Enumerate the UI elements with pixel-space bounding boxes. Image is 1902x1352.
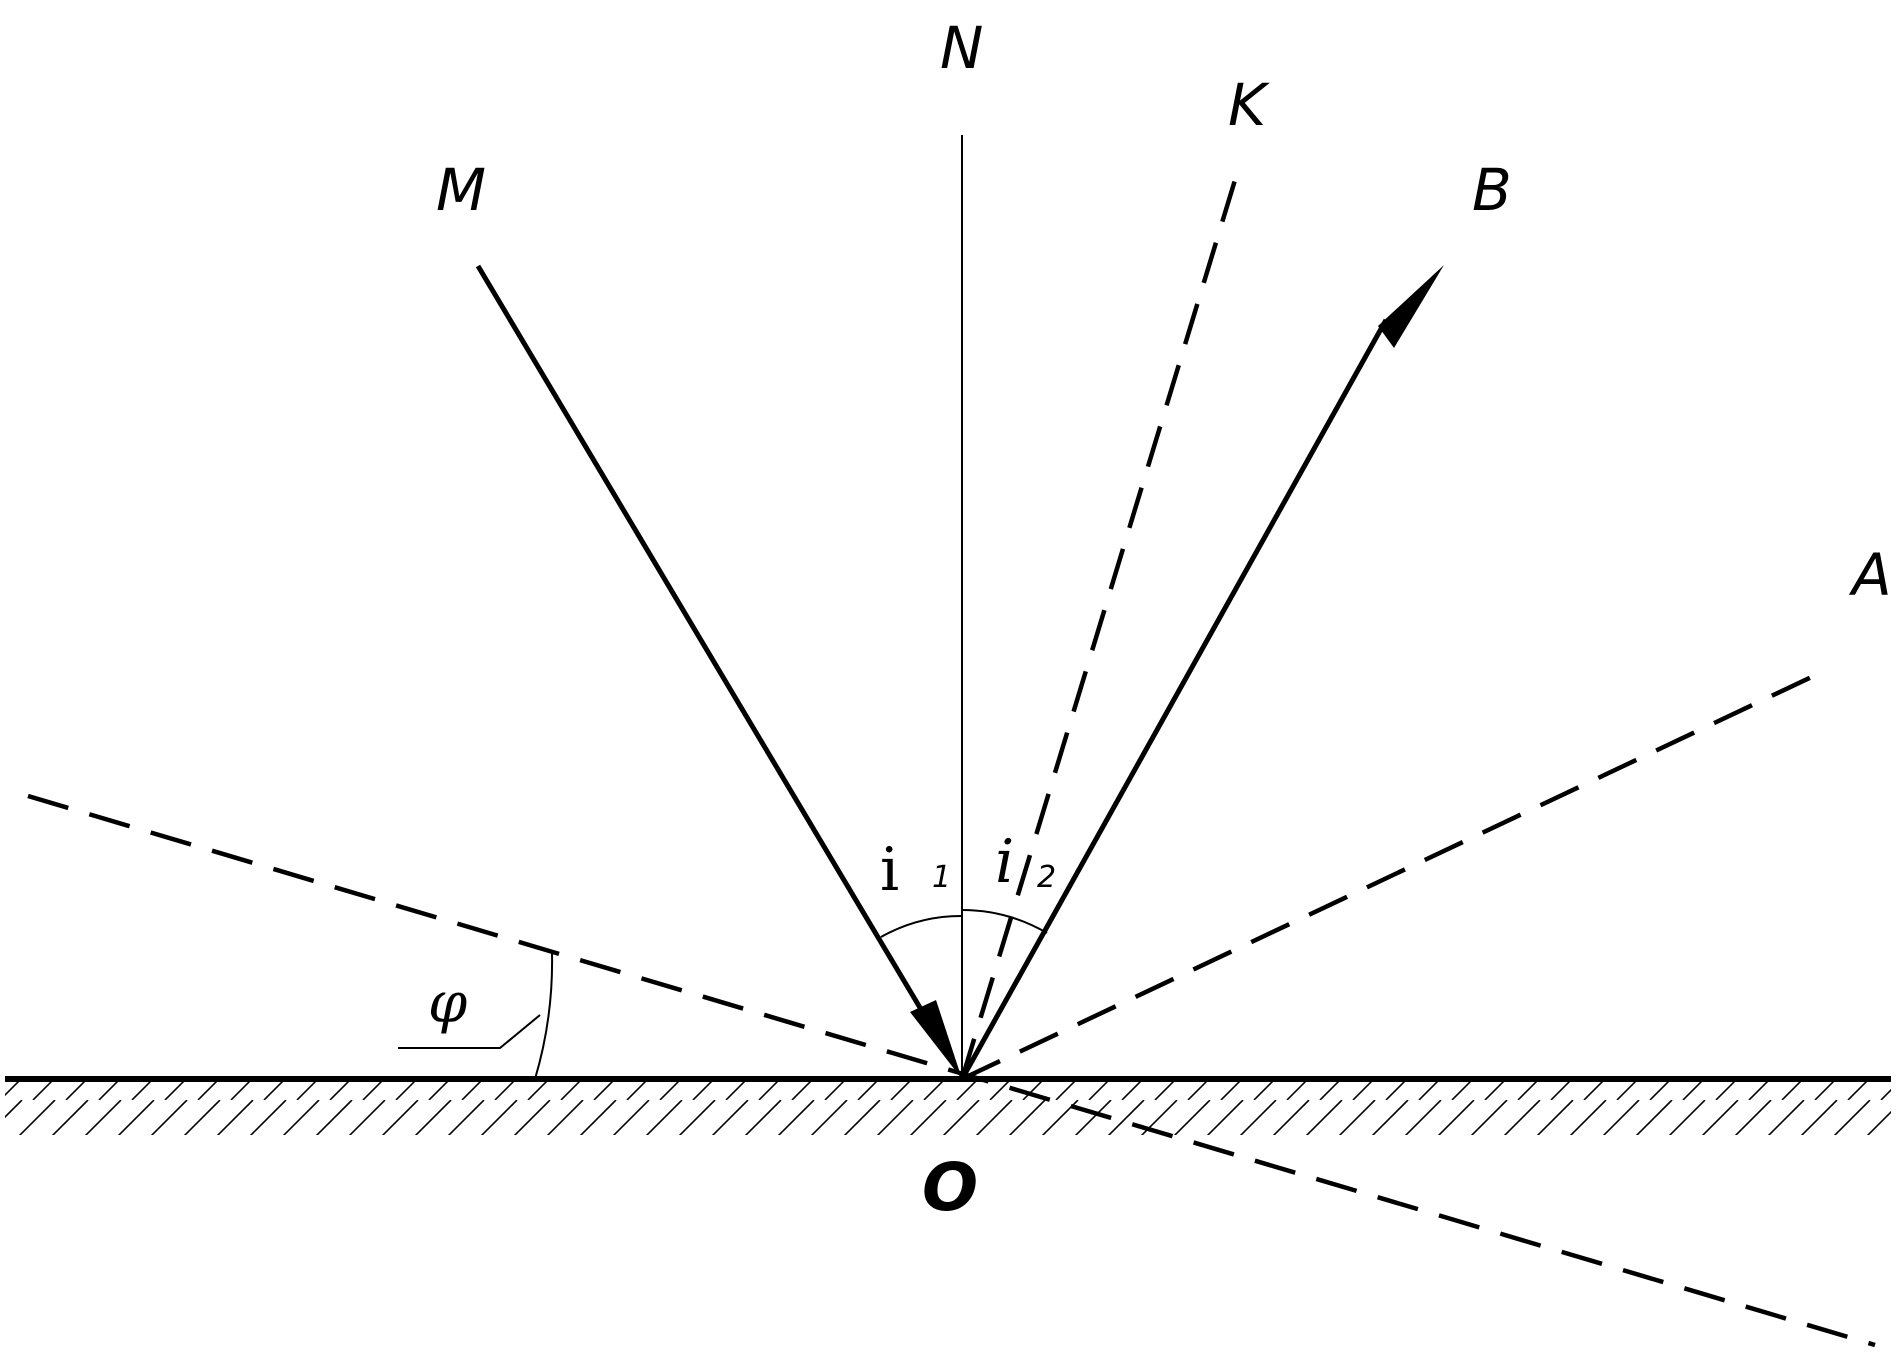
reflected-ray-OB (959, 318, 1389, 1081)
angle-arc-phi (534, 952, 554, 1080)
label-B: B (1472, 156, 1512, 224)
label-i1-subscript: 1 (932, 860, 951, 895)
incident-ray-MO (475, 264, 953, 1060)
label-i1-letter: i (880, 835, 899, 905)
ray-OA-dashed (961, 670, 1821, 1082)
label-i2-letter: i (995, 827, 1014, 897)
reflected-arrowhead (1378, 265, 1444, 348)
label-O: O (922, 1149, 978, 1226)
label-i2-subscript: 2 (1037, 860, 1056, 895)
label-N: N (940, 14, 983, 82)
label-A: A (1848, 541, 1892, 609)
label-K: K (1228, 71, 1270, 139)
angle-arc-i2 (961, 909, 1048, 934)
ground-hatching (5, 1080, 1891, 1135)
phi-leader (398, 1014, 541, 1049)
angle-arc-i1 (880, 914, 963, 938)
tilted-plane-dashed (27, 793, 1876, 1348)
label-M: M (436, 156, 486, 224)
incident-arrowhead (910, 1000, 962, 1079)
label-phi: φ (428, 971, 467, 1036)
ray-OK-dashed (959, 179, 1238, 1080)
